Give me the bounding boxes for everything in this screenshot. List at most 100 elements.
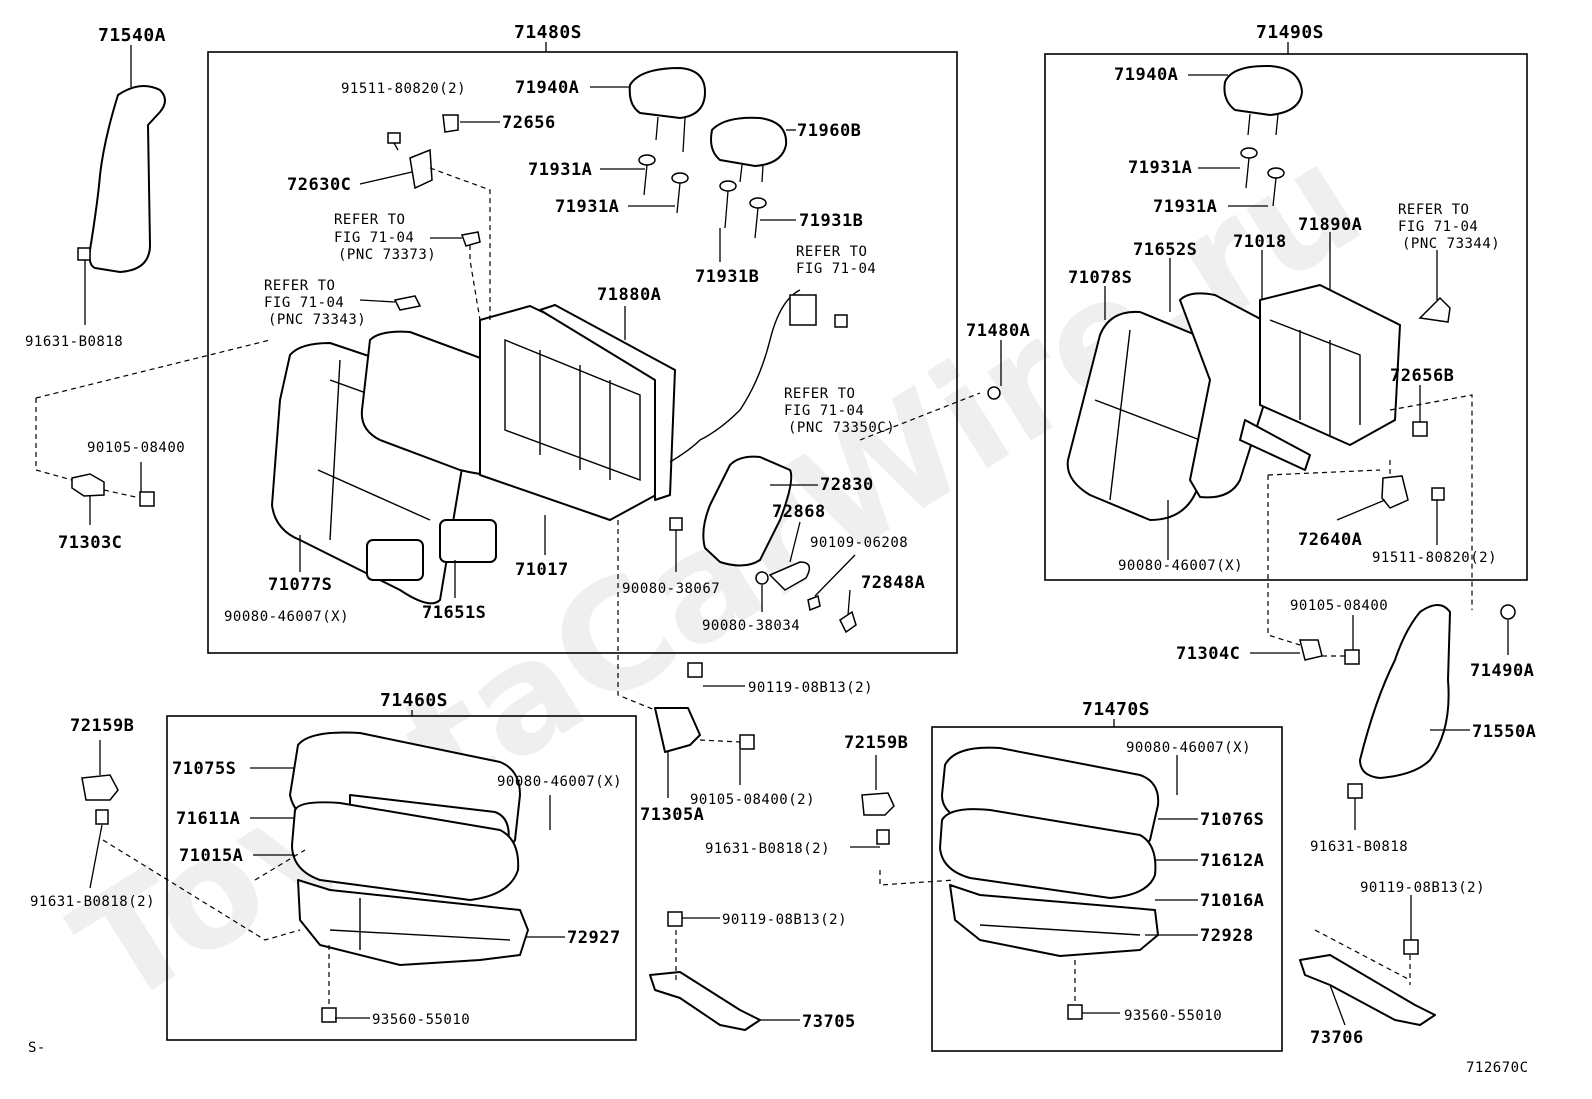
- seatback-stitch-r: [1094, 329, 1201, 501]
- part-label: 72830: [820, 475, 874, 495]
- part-label: 71016A: [1200, 891, 1264, 911]
- part-label: 72848A: [861, 573, 925, 593]
- fasteners-71480S: [387, 114, 1001, 612]
- frame-detail-r: [1269, 319, 1361, 435]
- side-cover-71550A-drawing: [1359, 604, 1451, 779]
- headrest-stay: [761, 164, 764, 183]
- headrest-stay: [1247, 113, 1251, 136]
- headrest-guides-right: [1240, 147, 1285, 207]
- part-label: 71611A: [176, 809, 240, 829]
- part-label: 91631-B0818: [1310, 839, 1408, 855]
- part-label: 72159B: [844, 733, 908, 753]
- svg-text:(PNC 73344): (PNC 73344): [1402, 236, 1500, 252]
- part-label: 71304C: [1176, 644, 1240, 664]
- part-label: 71303C: [58, 533, 122, 553]
- group-box-71490S: [1044, 53, 1528, 581]
- part-label: 91631-B0818(2): [705, 841, 830, 857]
- part-label: 72656: [502, 113, 556, 133]
- headrest-71960B-drawing: [710, 116, 788, 167]
- clip-72656B: [1412, 421, 1428, 437]
- part-label: 71651S: [422, 603, 486, 623]
- part-labels: 91511-80820(2) 71940A 72656 71960B 72630…: [25, 65, 1536, 1048]
- part-label: 90109-06208: [810, 535, 908, 551]
- figure-code: 712670C: [1466, 1060, 1529, 1076]
- headrest-71940A-r-drawing: [1223, 64, 1303, 116]
- bolt: [1347, 783, 1363, 799]
- svg-text:REFER TO: REFER TO: [784, 386, 855, 402]
- bracket-71304C: [1299, 639, 1323, 661]
- part-label: 73706: [1310, 1028, 1364, 1048]
- part-label: 71490A: [1470, 661, 1534, 681]
- svg-text:REFER TO: REFER TO: [1398, 202, 1469, 218]
- belt-retractor: [789, 294, 817, 326]
- part-label: 90080-46007(X): [224, 609, 349, 625]
- bolt: [1344, 649, 1360, 665]
- part-label: 71960B: [797, 121, 861, 141]
- part-label: 71612A: [1200, 851, 1264, 871]
- leader-lines: [84, 74, 1509, 1026]
- armrest-block: [366, 539, 424, 581]
- part-label: 90080-38034: [702, 618, 800, 634]
- bracket-71303C: [71, 473, 105, 497]
- pad-71611A-drawing: [291, 801, 520, 901]
- part-label: 71018: [1233, 232, 1287, 252]
- clip-72159B-right: [861, 792, 895, 816]
- frame-detail-71016A: [979, 924, 1141, 936]
- part-label: 71931B: [799, 211, 863, 231]
- part-label: 91631-B0818(2): [30, 894, 155, 910]
- part-label: 71076S: [1200, 810, 1264, 830]
- bolt: [687, 662, 703, 678]
- armrest-block-2: [439, 519, 497, 563]
- part-label: 91511-80820(2): [1372, 550, 1497, 566]
- clip-72159B-left: [81, 774, 119, 801]
- part-label: 72927: [567, 928, 621, 948]
- group-label-71540A: 71540A: [98, 25, 166, 46]
- washer: [755, 571, 769, 585]
- svg-text:FIG 71-04: FIG 71-04: [264, 295, 344, 311]
- part-label: 71075S: [172, 759, 236, 779]
- part-label: 71550A: [1472, 722, 1536, 742]
- refer-note-73350C: REFER TO FIG 71-04 (PNC 73350C): [784, 386, 895, 436]
- bolt: [321, 1007, 337, 1023]
- footer-mark: S-: [28, 1040, 46, 1056]
- bracket-73705-drawing: [649, 971, 761, 1031]
- part-label: 71931A: [555, 197, 619, 217]
- headrest-stay: [1275, 113, 1279, 136]
- refer-note-fig-71-04: REFER TO FIG 71-04: [796, 244, 876, 277]
- bolt: [139, 491, 155, 507]
- part-label: 71940A: [1114, 65, 1178, 85]
- headrest-guides-left: [638, 154, 767, 239]
- group-label-71480S: 71480S: [514, 22, 582, 43]
- headrest-stay: [655, 116, 659, 141]
- part-label: 71078S: [1068, 268, 1132, 288]
- part-label: 71880A: [597, 285, 661, 305]
- part-label: 93560-55010: [372, 1012, 470, 1028]
- part-label: 90105-08400(2): [690, 792, 815, 808]
- seat-belt-drawing: [669, 289, 801, 463]
- part-label: 71480A: [966, 321, 1030, 341]
- bolt: [95, 809, 109, 825]
- group-label-71470S: 71470S: [1082, 699, 1150, 720]
- part-label: 90080-46007(X): [1118, 558, 1243, 574]
- part-label: 90119-08B13(2): [748, 680, 873, 696]
- bolt: [1067, 1004, 1083, 1020]
- frame-71016A-drawing: [949, 884, 1159, 957]
- part-label: 71931A: [1153, 197, 1217, 217]
- part-label: 72868: [772, 502, 826, 522]
- part-label: 90080-46007(X): [1126, 740, 1251, 756]
- frame-bar: [1239, 419, 1311, 471]
- bolt: [739, 734, 755, 750]
- bolt: [876, 829, 890, 845]
- part-label: 72159B: [70, 716, 134, 736]
- part-label: 93560-55010: [1124, 1008, 1222, 1024]
- headrest-71940A-drawing: [628, 67, 706, 119]
- assembly-dashed-lines: [35, 167, 1473, 1008]
- part-label: 90105-08400: [87, 440, 185, 456]
- part-label: 71931B: [695, 267, 759, 287]
- part-label: 72928: [1200, 926, 1254, 946]
- part-label: 71931A: [1128, 158, 1192, 178]
- part-label: 72640A: [1298, 530, 1362, 550]
- frame-detail: [504, 338, 641, 482]
- part-label: 73705: [802, 1012, 856, 1032]
